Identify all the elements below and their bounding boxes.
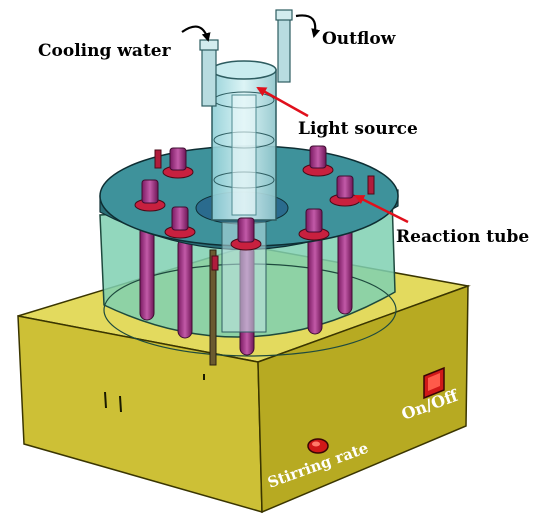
reaction-tube xyxy=(230,217,262,251)
reaction-tube xyxy=(164,206,196,239)
reaction-tube xyxy=(162,147,194,179)
outflow-pipe xyxy=(277,13,291,83)
cooling-water-inlet-cap xyxy=(199,39,219,51)
reaction-tube xyxy=(329,175,361,207)
light-source-label: Light source xyxy=(298,119,418,139)
disk-post xyxy=(154,149,162,169)
tube-body xyxy=(307,231,323,335)
stirring-rate-knob[interactable] xyxy=(307,438,329,454)
support-rod xyxy=(209,249,217,366)
light-source-pointer-arrow xyxy=(256,86,309,118)
disk-post xyxy=(367,175,375,195)
on-off-switch[interactable] xyxy=(423,366,445,400)
tube-body xyxy=(177,237,193,339)
outflow-flow-arrow xyxy=(295,14,321,38)
base-slot-2 xyxy=(119,395,122,413)
lamp-top-rim xyxy=(211,60,277,80)
reaction-tube xyxy=(134,179,166,212)
reaction-tube-pointer-arrow xyxy=(354,194,409,224)
reaction-tube xyxy=(298,208,330,241)
lamp-core xyxy=(231,94,257,216)
reaction-tube-label: Reaction tube xyxy=(396,227,529,247)
cooling-water-flow-arrow xyxy=(181,25,211,42)
reaction-tubes xyxy=(134,145,375,271)
reaction-tube xyxy=(302,145,334,177)
base-right-face xyxy=(257,284,469,514)
cooling-water-inlet-pipe xyxy=(201,43,217,107)
base-slot-1 xyxy=(104,391,107,409)
tube-body xyxy=(139,224,155,321)
disk-post xyxy=(211,255,219,271)
outflow-pipe-cap xyxy=(275,9,293,21)
outflow-label: Outflow xyxy=(322,29,396,49)
cooling-water-label: Cooling water xyxy=(38,41,172,61)
